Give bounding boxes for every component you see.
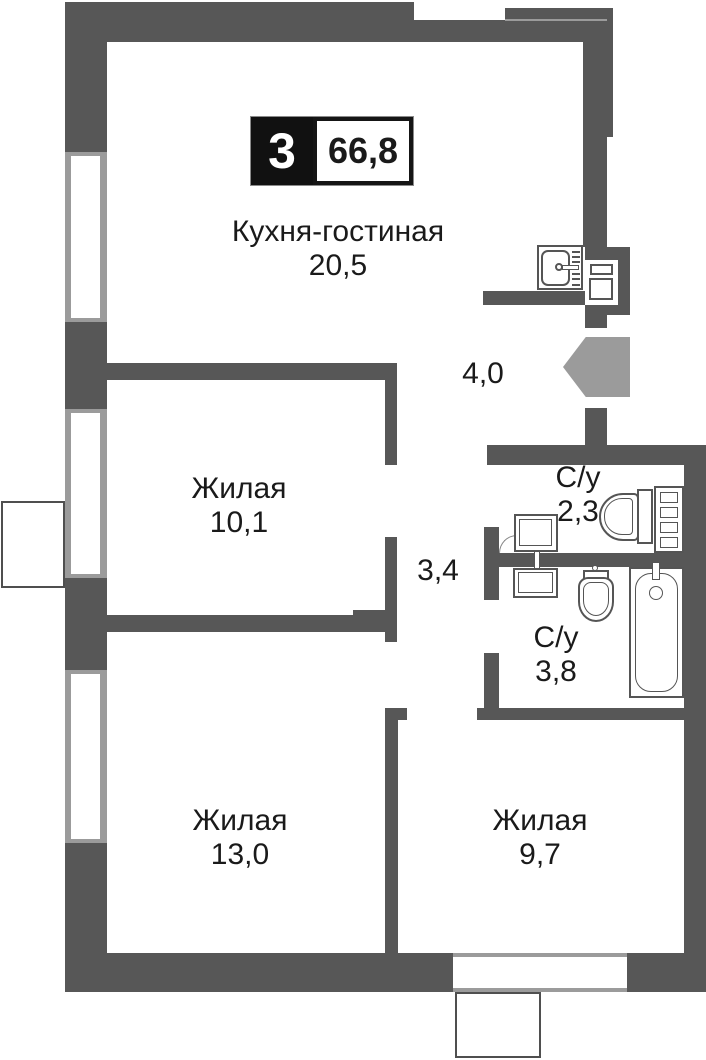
room-label-corridor: 3,4 xyxy=(417,554,459,588)
room-area: 20,5 xyxy=(308,249,368,282)
sink-drainer-line xyxy=(572,256,580,258)
plan-badge: 3 66,8 xyxy=(250,116,414,186)
washing-machine-drum xyxy=(519,519,552,546)
wall-between-baths xyxy=(499,553,684,567)
room-area: 9,7 xyxy=(519,838,561,871)
wall-living2-east-stub xyxy=(398,708,407,720)
room-area: 4,0 xyxy=(462,357,504,390)
wall-bath-left-2 xyxy=(484,653,499,708)
toilet-bowl-inner xyxy=(604,498,633,535)
wall-corridor-west-1 xyxy=(385,363,397,465)
window-left-1 xyxy=(65,152,107,322)
wall-living1-living2 xyxy=(107,615,385,632)
wall-step xyxy=(353,610,385,616)
wall-left-1 xyxy=(65,2,107,152)
room-area: 10,1 xyxy=(209,506,269,539)
window-left-3 xyxy=(65,670,107,843)
room-name: Кухня-гостиная xyxy=(231,215,445,248)
room-label-bath1: С/у 2,3 xyxy=(556,461,601,529)
sink-drainer-line xyxy=(572,278,580,280)
wall-bath2-bottom xyxy=(477,708,684,720)
wall-right xyxy=(684,445,706,992)
room-name: Жилая xyxy=(192,804,288,837)
room-area: 2,3 xyxy=(557,495,599,528)
room-label-living2: Жилая 13,0 xyxy=(193,804,288,872)
window-glass xyxy=(71,156,100,318)
wall-kitchen-living1 xyxy=(107,363,393,380)
window-glass xyxy=(71,674,100,839)
window-glass xyxy=(453,957,627,988)
wall-shaft-right xyxy=(618,247,630,315)
room-name: Жилая xyxy=(191,472,287,505)
window-bottom xyxy=(453,953,627,992)
total-area-badge: 66,8 xyxy=(313,117,413,185)
wall-seam xyxy=(505,19,607,21)
sink-faucet-spout xyxy=(562,265,579,270)
wall-bath-top xyxy=(487,445,706,465)
room-label-living1: Жилая 10,1 xyxy=(192,472,287,540)
toilet-cistern xyxy=(637,489,653,544)
rooms-count: 3 xyxy=(268,123,296,179)
sink-drainer-line xyxy=(572,261,580,263)
room-label-bath2: С/у 3,8 xyxy=(534,621,579,689)
ventilation-shaft-icon xyxy=(589,278,613,300)
total-area: 66,8 xyxy=(327,130,399,171)
wall-living2-east xyxy=(385,708,398,953)
wall-bottom-left xyxy=(65,953,453,992)
room-name: С/у xyxy=(555,461,601,494)
rooms-count-badge: 3 xyxy=(251,117,313,185)
cabinet-shelf xyxy=(660,492,678,503)
wall-left-2 xyxy=(65,322,107,409)
wall-kitchen-right-2 xyxy=(583,137,607,247)
wall-shaft-bottom xyxy=(585,305,630,315)
sink-drainer-line xyxy=(572,284,580,286)
room-label-living3: Жилая 9,7 xyxy=(493,804,588,872)
room-area: 3,4 xyxy=(417,554,459,587)
room-area: 13,0 xyxy=(210,838,270,871)
window-left-2 xyxy=(65,409,107,578)
cabinet-shelf xyxy=(660,507,678,518)
washing-machine-drum xyxy=(518,572,553,593)
room-label-kitchen: Кухня-гостиная 20,5 xyxy=(232,215,444,283)
wall-kitchen-hall xyxy=(483,291,585,305)
wall-entry-bottom xyxy=(585,408,607,445)
entrance-arrow-icon xyxy=(563,337,630,397)
balcony-left xyxy=(1,501,65,588)
room-name: С/у xyxy=(533,621,579,654)
wall-left-3 xyxy=(65,578,107,670)
wall-bath-left-1 xyxy=(484,527,499,600)
bathtub-drain xyxy=(649,586,663,600)
cabinet-shelf xyxy=(660,522,678,533)
ventilation-shaft-icon xyxy=(590,264,613,275)
room-label-hall: 4,0 xyxy=(462,357,504,391)
bathtub-faucet xyxy=(652,562,660,580)
wall-top-notch xyxy=(414,20,607,42)
balcony-bottom xyxy=(455,992,541,1058)
wall-top-left xyxy=(65,2,414,42)
washbasin-inner xyxy=(583,582,609,616)
sink-drainer-line xyxy=(572,273,580,275)
room-name: Жилая xyxy=(492,804,588,837)
cabinet-shelf xyxy=(660,537,678,548)
sink-drainer-line xyxy=(572,251,580,253)
window-glass xyxy=(71,413,100,574)
wall-corridor-west-2 xyxy=(385,537,397,642)
wall-kitchen-right-1 xyxy=(583,8,613,137)
room-area: 3,8 xyxy=(535,655,577,688)
wall-entry-top xyxy=(585,315,607,328)
